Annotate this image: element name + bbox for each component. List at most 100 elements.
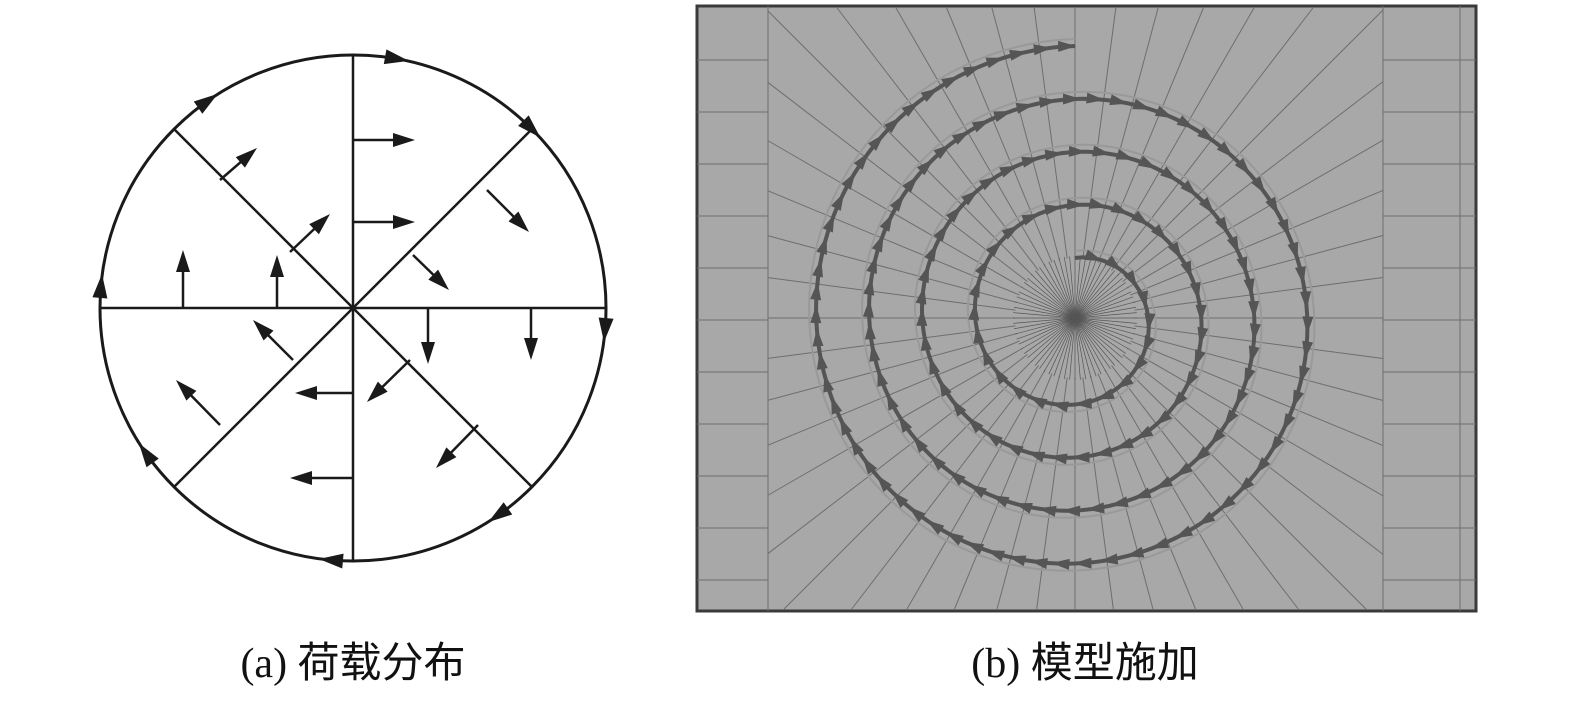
spiral-arrow: [871, 233, 884, 253]
spiral-arrow: [933, 223, 949, 242]
load-arrow: [295, 386, 353, 400]
mesh-line: [1074, 267, 1111, 319]
mesh-line: [1018, 291, 1076, 319]
spiral-arrow: [1093, 446, 1113, 458]
spiral-arrow: [862, 299, 874, 318]
spiral-arrow: [1099, 553, 1119, 565]
spiral-arrow: [1237, 476, 1255, 494]
arrow-shaft: [445, 424, 479, 458]
mesh-line: [1104, 369, 1244, 610]
spiral-arrow: [864, 321, 876, 340]
mesh-line: [1074, 256, 1081, 319]
spiral-arrow: [1134, 425, 1154, 440]
mesh-line: [1117, 360, 1367, 610]
spiral-arrow: [810, 281, 822, 301]
spiral-arrow: [1174, 525, 1194, 539]
spiral-arrow: [1244, 367, 1256, 387]
arrow-head: [524, 338, 538, 360]
mesh-line: [1074, 317, 1132, 345]
spiral-arrow: [812, 258, 823, 278]
mesh-line: [767, 340, 1020, 446]
mesh-line: [1074, 273, 1120, 319]
spiral-arrow: [901, 101, 920, 117]
spiral-arrow: [999, 165, 1018, 178]
arrow-shaft: [377, 359, 411, 393]
arrow-head: [290, 471, 312, 485]
mesh-line: [1104, 7, 1255, 267]
tangential-arrow-head: [488, 502, 513, 523]
spiral-arrow: [1180, 260, 1193, 280]
mesh-line: [1048, 317, 1076, 375]
spiral-arrow: [982, 347, 995, 366]
mesh-line: [1090, 7, 1159, 261]
arrow-head: [253, 320, 274, 341]
mesh-line: [946, 7, 1053, 263]
tangential-arrow-head: [318, 553, 344, 569]
mesh-line: [1074, 317, 1126, 354]
spiral-arrow: [1184, 370, 1199, 390]
spiral-arrow: [1007, 555, 1027, 567]
load-arrow: [219, 148, 257, 181]
mesh-line: [1058, 258, 1076, 319]
mesh-line: [1063, 256, 1076, 319]
spiral-arrow: [1001, 225, 1020, 240]
spiral-arrow: [1171, 391, 1188, 409]
spiral-arrow: [1292, 389, 1305, 409]
arrow-head: [393, 215, 415, 229]
spiral-arrow: [1071, 451, 1090, 463]
arrow-head: [295, 386, 317, 400]
spiral-arrow: [926, 519, 945, 535]
spiral-arrow: [1115, 374, 1134, 389]
load-distribution-diagram: [92, 49, 614, 569]
spiral-arrow: [1193, 446, 1211, 463]
spiral-arrow: [877, 368, 889, 387]
spiral-arrow: [1197, 127, 1215, 143]
spiral-arrow: [1248, 301, 1260, 320]
spiral-arrow: [990, 495, 1010, 508]
spiral-arrow: [853, 152, 870, 170]
spiral-arrow: [1144, 312, 1156, 332]
spiral-arrow: [886, 392, 899, 411]
spiral-arrow: [1132, 487, 1152, 499]
mesh-line: [1074, 291, 1132, 319]
mesh-line: [1074, 301, 1135, 319]
spiral-arrow: [1218, 495, 1236, 511]
mesh-line: [767, 140, 1024, 289]
spiral-arrow: [1058, 40, 1077, 52]
mesh-line: [1074, 317, 1107, 372]
spiral-arrow: [1086, 92, 1105, 104]
mesh-line: [1074, 256, 1087, 319]
mesh-line: [1074, 317, 1102, 375]
spiral-arrow: [889, 193, 905, 212]
load-arrow: [289, 214, 330, 253]
arrow-head: [421, 342, 435, 364]
spiral-arrow: [985, 240, 1003, 258]
spiral-arrow: [948, 470, 966, 486]
tangential-arrow-head: [138, 443, 159, 468]
spiral-arrow: [968, 484, 988, 499]
spiral-arrow: [891, 491, 909, 508]
mesh-line: [996, 375, 1060, 610]
spiral-arrow: [1189, 281, 1201, 301]
mesh-line: [1074, 317, 1135, 335]
spiral-arrow: [1197, 511, 1216, 526]
mesh-line: [767, 333, 1018, 401]
spiral-arrow: [945, 205, 963, 223]
mesh-line: [1130, 189, 1384, 296]
load-arrow: [176, 250, 190, 308]
spiral-arrow: [951, 398, 967, 417]
spiral-arrow: [1295, 266, 1306, 285]
spiral-arrow: [862, 456, 878, 475]
spiral-arrow: [1195, 304, 1207, 323]
mesh-line: [1074, 317, 1123, 359]
spiral-arrow: [1282, 413, 1296, 432]
mesh-line: [851, 365, 1039, 610]
mesh-line: [1074, 317, 1134, 340]
spiral-arrow: [971, 119, 991, 133]
mesh-line: [1074, 317, 1097, 377]
spiral-arrow: [1277, 218, 1290, 238]
load-arrow: [253, 320, 294, 361]
load-arrow: [290, 471, 353, 485]
spiral-arrow: [1110, 202, 1130, 215]
spiral-arrow: [1062, 505, 1081, 517]
